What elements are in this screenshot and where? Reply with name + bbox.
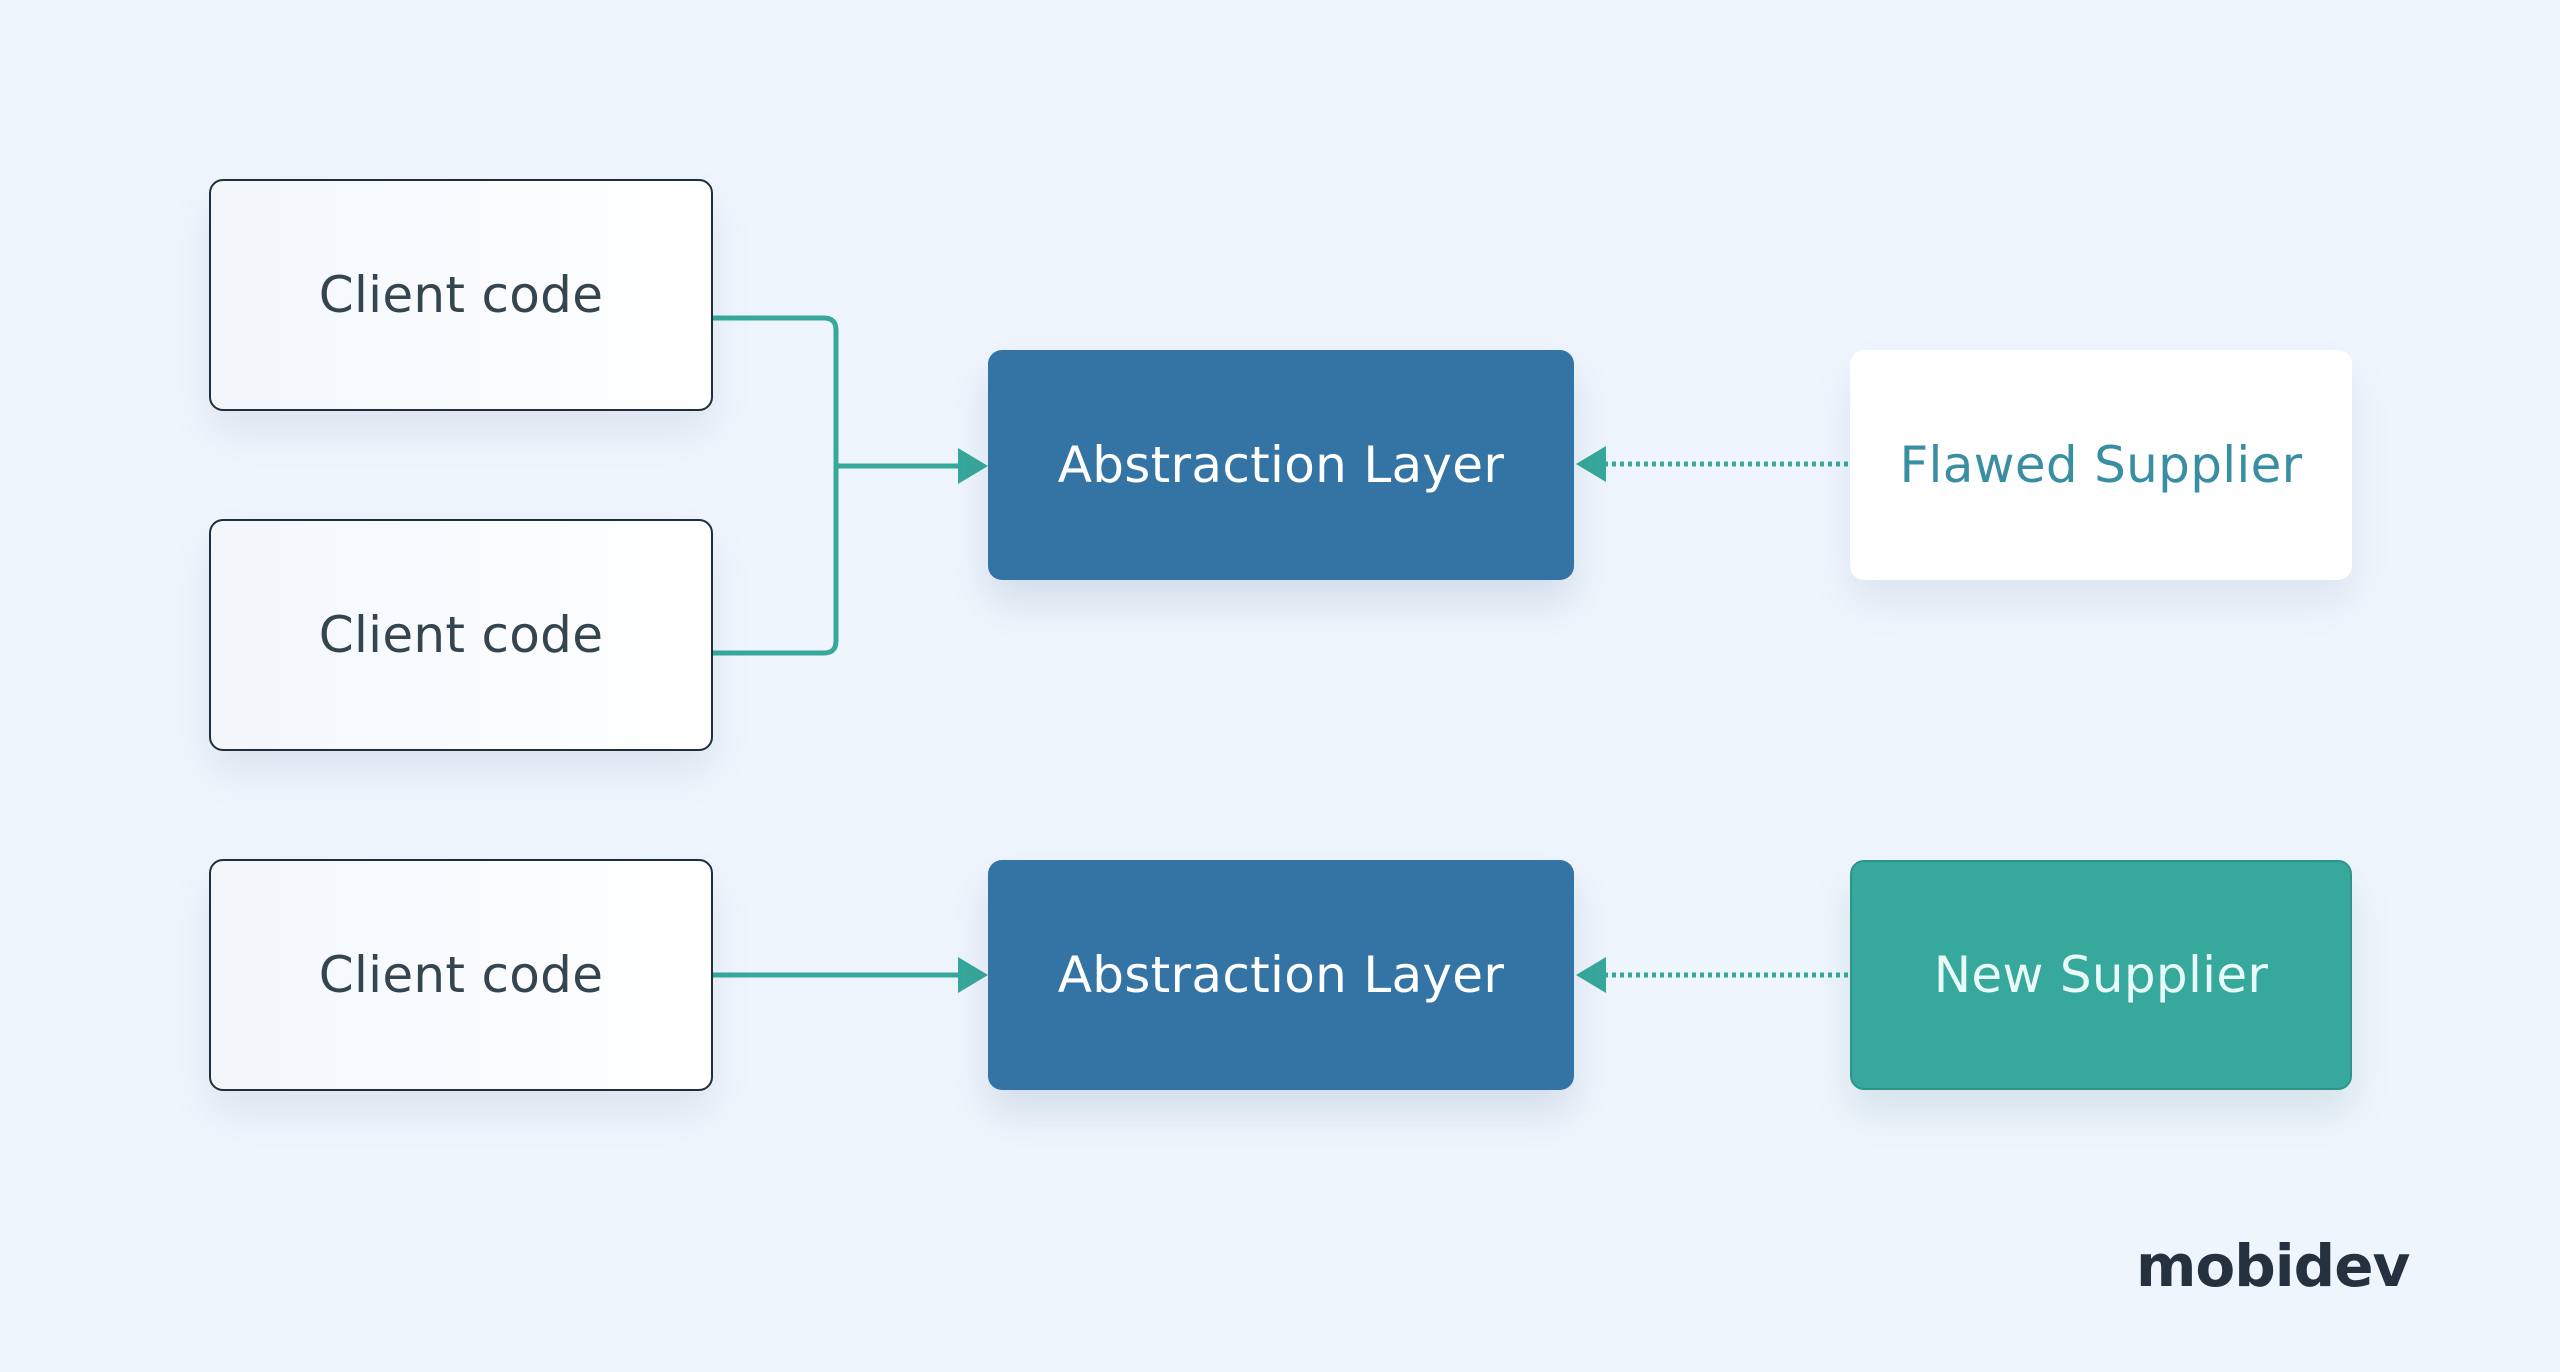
client-code-label-3: Client code <box>318 946 604 1004</box>
client-code-box-1: Client code <box>209 179 713 411</box>
flawed-supplier-box: Flawed Supplier <box>1850 350 2352 580</box>
arrowhead-to-abstraction-1 <box>958 448 988 484</box>
mobidev-logo: mobidev <box>2136 1232 2410 1300</box>
new-supplier-label: New Supplier <box>1933 946 2269 1004</box>
logo-text: mobidev <box>2136 1232 2410 1300</box>
client-code-box-3: Client code <box>209 859 713 1091</box>
abstraction-layer-label-2: Abstraction Layer <box>1057 946 1505 1004</box>
arrowhead-from-new-supplier <box>1576 957 1606 993</box>
client-code-label-2: Client code <box>318 606 604 664</box>
client-code-box-2: Client code <box>209 519 713 751</box>
abstraction-layer-box-2: Abstraction Layer <box>988 860 1574 1090</box>
client-code-label-1: Client code <box>318 266 604 324</box>
arrowhead-to-abstraction-2 <box>958 957 988 993</box>
abstraction-layer-label-1: Abstraction Layer <box>1057 436 1505 494</box>
connector-client1-to-bracket <box>713 315 839 656</box>
arrowhead-from-flawed-supplier <box>1576 446 1606 482</box>
abstraction-layer-box-1: Abstraction Layer <box>988 350 1574 580</box>
flawed-supplier-label: Flawed Supplier <box>1899 436 2303 494</box>
new-supplier-box: New Supplier <box>1850 860 2352 1090</box>
